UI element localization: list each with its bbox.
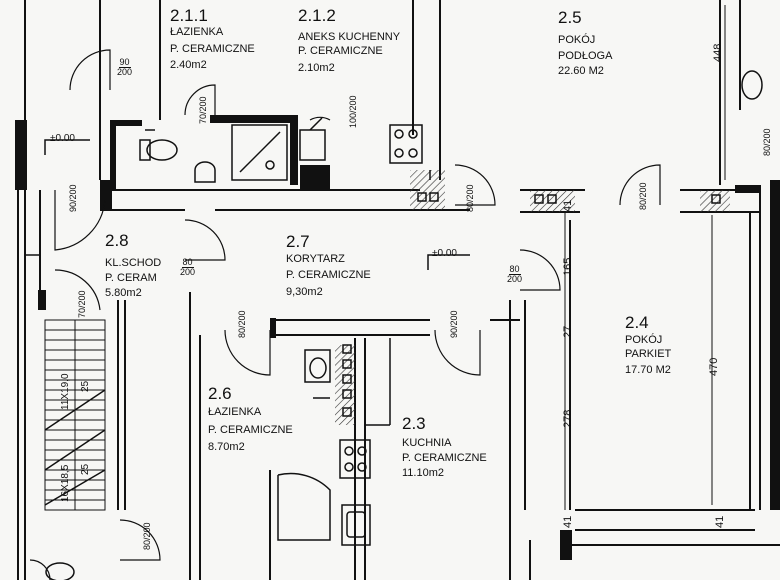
room-2-4-number: 2.4 bbox=[625, 313, 649, 332]
toilet-bowl bbox=[146, 139, 178, 161]
level-mark: ±0.00 bbox=[432, 248, 457, 259]
kitchen-sink bbox=[299, 129, 326, 161]
room-2-4-name: POKÓJ bbox=[625, 334, 663, 346]
room-2-1-1-number: 2.1.1 bbox=[170, 6, 208, 25]
room-2-5-name: POKÓJ bbox=[558, 34, 596, 46]
room-2-1-2-number: 2.1.2 bbox=[298, 6, 336, 25]
door-size-label: 80/200 bbox=[762, 128, 772, 156]
sink bbox=[194, 161, 216, 183]
room-2-1-1-area: 2.40m2 bbox=[170, 59, 207, 71]
door-size-label: 90/200 bbox=[449, 310, 459, 338]
dimension-label: 27 bbox=[562, 325, 574, 338]
room-2-7-number: 2.7 bbox=[286, 232, 310, 251]
dimension-label: 41 bbox=[562, 515, 574, 528]
stair-label: 25 bbox=[80, 380, 91, 392]
room-2-3-area: 11.10m2 bbox=[402, 467, 444, 479]
walls bbox=[17, 0, 780, 580]
room-2-1-1-floor: P. CERAMICZNE bbox=[170, 43, 255, 55]
level-mark: ±0.00 bbox=[50, 133, 75, 144]
kitchen-sink-2 bbox=[341, 504, 371, 546]
room-2-8-area: 5.80m2 bbox=[105, 287, 142, 299]
room-2-7-area: 9,30m2 bbox=[286, 286, 323, 298]
room-2-6-area: 8.70m2 bbox=[208, 441, 245, 453]
shower-2 bbox=[277, 472, 331, 541]
room-2-4-area: 17.70 M2 bbox=[625, 364, 671, 376]
room-2-3-name: KUCHNIA bbox=[402, 437, 452, 449]
door-size-label: 80/200 bbox=[638, 182, 648, 210]
door-size-label: 70/200 bbox=[198, 96, 208, 124]
stair-label: 11X19,0 bbox=[60, 373, 71, 410]
dimension-label: 470 bbox=[708, 357, 720, 376]
room-2-3-number: 2.3 bbox=[402, 414, 426, 433]
dimension-label: 448 bbox=[712, 43, 724, 62]
room-2-1-2-area: 2.10m2 bbox=[298, 62, 335, 74]
room-2-5-floor: PODŁOGA bbox=[558, 50, 613, 62]
dimension-label: 165 bbox=[562, 257, 574, 276]
door-size-label: 80/200 bbox=[465, 184, 475, 212]
room-2-1-2-name: ANEKS KUCHENNY bbox=[298, 31, 401, 43]
room-2-6-name: ŁAZIENKA bbox=[208, 406, 262, 418]
room-2-4-floor: PARKIET bbox=[625, 348, 672, 360]
stair-label: 16X18,5 bbox=[60, 464, 71, 502]
room-2-8-number: 2.8 bbox=[105, 231, 129, 250]
room-2-6-floor: P. CERAMICZNE bbox=[208, 424, 293, 436]
shower-tray bbox=[231, 124, 288, 181]
stair-label: 25 bbox=[80, 463, 91, 475]
door-size-label: 80/200 bbox=[237, 310, 247, 338]
stairs bbox=[44, 319, 106, 511]
dimension-label: 41 bbox=[714, 515, 726, 528]
room-2-8-name: KL.SCHOD bbox=[105, 257, 162, 269]
fixtures bbox=[25, 70, 763, 580]
room-2-7-floor: P. CERAMICZNE bbox=[286, 269, 371, 281]
kitchen-stove bbox=[339, 439, 371, 479]
door-swings bbox=[29, 49, 661, 580]
room-2-8-floor: P. CERAM bbox=[105, 272, 157, 284]
dimension-lines bbox=[564, 5, 726, 510]
stove bbox=[389, 124, 423, 164]
wall-fills bbox=[15, 115, 780, 560]
room-2-3-floor: P. CERAMICZNE bbox=[402, 452, 487, 464]
room-2-1-1-name: ŁAZIENKA bbox=[170, 26, 224, 38]
room-2-7-name: KORYTARZ bbox=[286, 253, 345, 265]
room-2-1-2-floor: P. CERAMICZNE bbox=[298, 45, 383, 57]
door-size-label: 80/200 bbox=[142, 522, 152, 550]
door-size-label: 70/200 bbox=[77, 290, 87, 318]
toilet-tank bbox=[139, 139, 151, 161]
door-size-label: 90/200 bbox=[68, 184, 78, 212]
washbasin bbox=[304, 349, 331, 383]
door-size-label: 100/200 bbox=[348, 95, 358, 128]
room-2-5-number: 2.5 bbox=[558, 8, 582, 27]
room-2-6-number: 2.6 bbox=[208, 384, 232, 403]
dimension-label: 41 bbox=[562, 199, 574, 212]
dimension-label: 278 bbox=[562, 409, 574, 428]
room-2-5-area: 22.60 M2 bbox=[558, 65, 604, 77]
